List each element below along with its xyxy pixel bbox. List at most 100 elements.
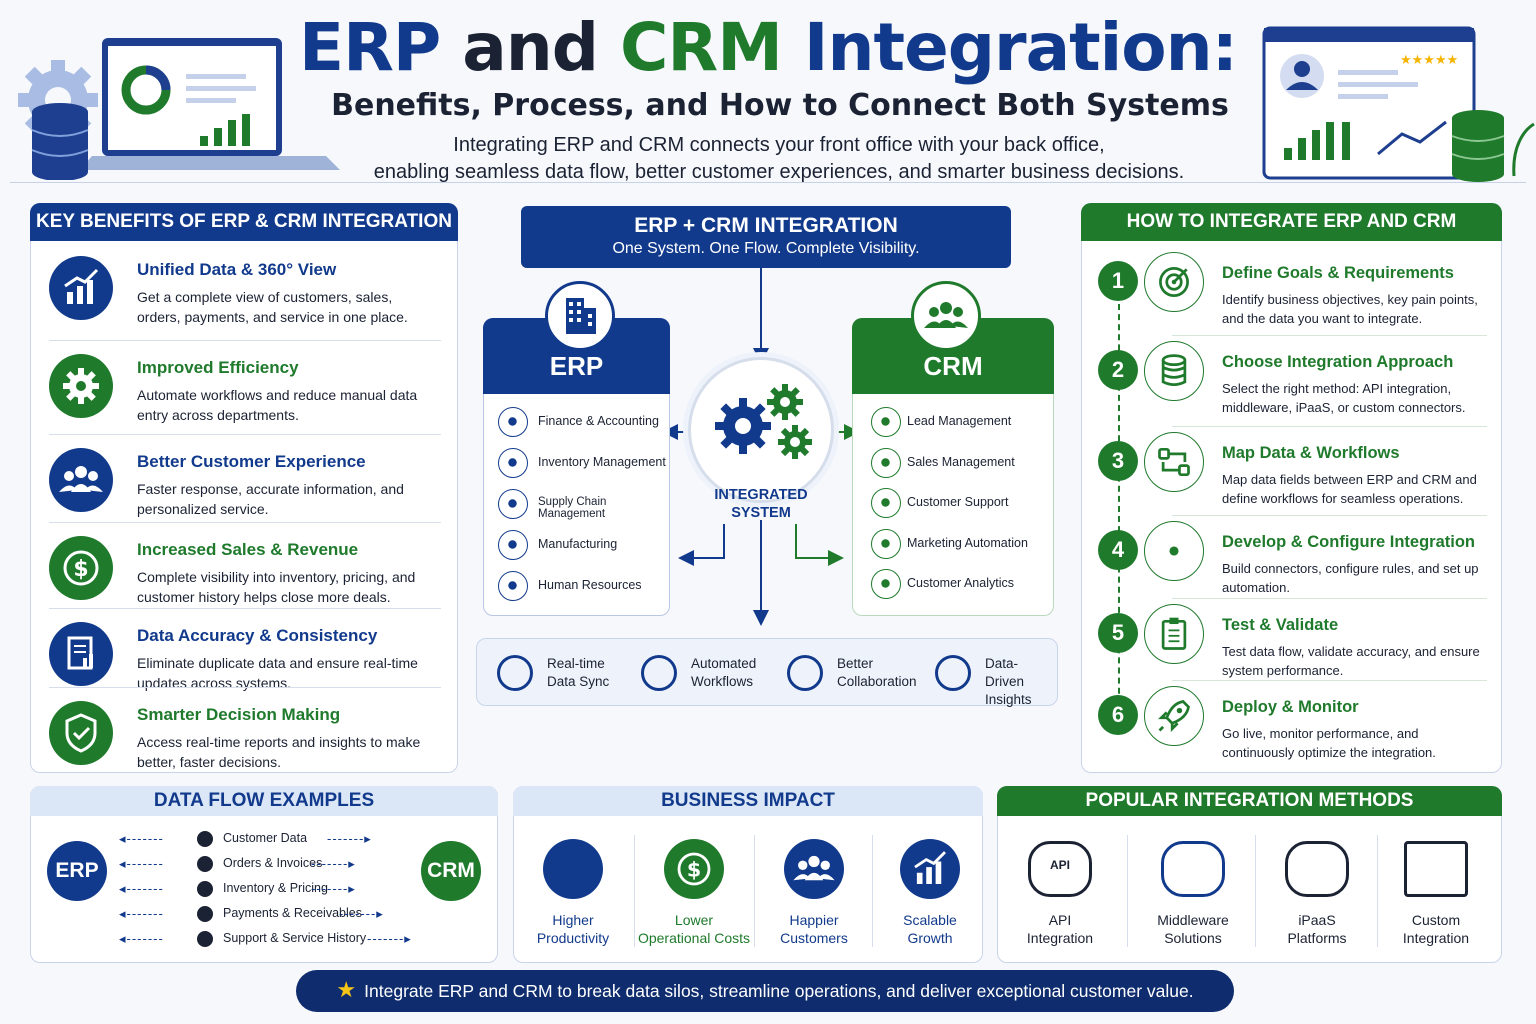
benefit-description: Access real-time reports and insights to… xyxy=(137,734,421,770)
step-divider xyxy=(1172,515,1487,516)
benefit-title: Better Customer Experience xyxy=(137,452,366,471)
outcome-line-2: Data Sync xyxy=(547,674,610,689)
person-icon xyxy=(197,831,213,847)
users-icon xyxy=(784,839,844,899)
factory-icon xyxy=(498,530,528,560)
method-label: iPaaS Platforms xyxy=(1247,911,1387,947)
step-title: Test & Validate xyxy=(1222,616,1339,634)
impact-line-2: Growth xyxy=(907,930,953,946)
step-number: 3 xyxy=(1098,441,1138,481)
method-divider xyxy=(1376,835,1378,947)
benefit-divider xyxy=(49,608,441,609)
integration-banner: ERP + CRM INTEGRATION One System. One Fl… xyxy=(521,206,1011,268)
arrow-left-icon: ◂‑‑‑‑‑‑‑ xyxy=(119,931,164,946)
benefit-divider xyxy=(49,522,441,523)
crm-module-label: Marketing Automation xyxy=(907,535,1028,550)
dataflow-item-label: Inventory & Pricing xyxy=(223,881,328,895)
erp-module-label: Inventory Management xyxy=(538,455,666,469)
arrow-right-icon: ‑‑‑‑‑‑‑▸ xyxy=(327,831,372,846)
arrow-right-icon: ‑‑‑‑‑‑‑▸ xyxy=(367,931,412,946)
box-icon xyxy=(197,881,213,897)
dataflow-panel: DATA FLOW EXAMPLES ERP CRM ◂‑‑‑‑‑‑‑Custo… xyxy=(30,786,498,963)
title-and: and xyxy=(440,9,620,86)
database-icon xyxy=(1451,110,1505,182)
headset-icon xyxy=(197,931,213,947)
impact-line-1: Higher xyxy=(552,912,594,928)
erp-dashboard-illustration xyxy=(18,38,340,180)
hub-label-line-2: SYSTEM xyxy=(731,505,791,521)
invoice-icon xyxy=(197,856,213,872)
impact-line-2: Customers xyxy=(780,930,848,946)
method-line-2: Integration xyxy=(1402,930,1470,946)
outcome-line-2: Insights xyxy=(985,692,1032,707)
method-line-1: iPaaS xyxy=(1298,912,1336,928)
crm-dashboard-illustration: ★★★★★ xyxy=(1262,26,1535,182)
method-line-2: Platforms xyxy=(1287,930,1347,946)
target-icon xyxy=(543,839,603,899)
step-number: 1 xyxy=(1098,261,1138,301)
chart-icon xyxy=(49,256,113,320)
outcome-line-1: Real-time xyxy=(547,656,605,671)
method-line-1: Middleware xyxy=(1157,912,1229,928)
crm-module-label: Customer Support xyxy=(907,495,1009,509)
clipboard-icon xyxy=(1144,604,1204,664)
dataflow-item-label: Customer Data xyxy=(223,831,308,845)
benefit-description: Automate workflows and reduce manual dat… xyxy=(137,387,418,423)
database-icon xyxy=(31,103,89,180)
outcome-line-1: Data-Driven xyxy=(985,656,1025,689)
step-title: Develop & Configure Integration xyxy=(1222,533,1476,551)
headset-icon xyxy=(871,488,901,518)
database-icon xyxy=(1144,341,1204,401)
step-description: Go live, monitor performance, and contin… xyxy=(1222,726,1436,760)
svg-text:$: $ xyxy=(73,557,88,582)
chart-icon xyxy=(900,839,960,899)
pie-chart-icon xyxy=(871,569,901,599)
bar-chart-icon xyxy=(871,447,901,478)
benefit-divider xyxy=(49,687,441,688)
dollar-icon: $ xyxy=(49,536,113,600)
rocket-icon xyxy=(1144,686,1204,746)
arrow-right-icon: ‑‑‑‑‑‑‑▸ xyxy=(339,906,384,921)
page-title: ERP and CRM Integration: xyxy=(0,8,1536,88)
hub-label: INTEGRATED SYSTEM xyxy=(691,486,831,522)
impact-divider xyxy=(754,835,755,947)
automation-icon xyxy=(641,655,677,691)
integrated-system-hub: INTEGRATED SYSTEM xyxy=(688,357,834,521)
page-intro: Integrating ERP and CRM connects your fr… xyxy=(0,132,1536,186)
coin-icon xyxy=(197,906,213,922)
api-cloud-icon: API xyxy=(1028,841,1092,897)
step-title: Deploy & Monitor xyxy=(1222,698,1359,716)
impact-line-1: Lower xyxy=(674,912,714,928)
method-line-1: API xyxy=(1048,912,1072,928)
benefit-title: Increased Sales & Revenue xyxy=(137,540,359,559)
dollar-icon: $ xyxy=(664,839,724,899)
method-line-1: Custom xyxy=(1411,912,1461,928)
outcome-line-1: Better xyxy=(837,656,874,671)
dataflow-heading: DATA FLOW EXAMPLES xyxy=(30,786,498,816)
step-description: Build connectors, configure rules, and s… xyxy=(1222,561,1479,595)
arrow-left-icon: ◂‑‑‑‑‑‑‑ xyxy=(119,856,164,871)
outcome-line-2: Collaboration xyxy=(837,674,917,689)
step-number: 4 xyxy=(1098,530,1138,570)
arrow-left-icon: ◂‑‑‑‑‑‑‑ xyxy=(119,881,164,896)
steps-heading: HOW TO INTEGRATE ERP AND CRM xyxy=(1081,203,1502,241)
outcome-line-2: Workflows xyxy=(691,674,754,689)
gear-icon xyxy=(49,354,113,418)
box-icon xyxy=(498,448,528,478)
title-integration: Integration: xyxy=(781,9,1238,86)
impact-divider xyxy=(872,835,873,947)
step-divider xyxy=(1172,680,1487,681)
target-icon xyxy=(1144,252,1204,312)
